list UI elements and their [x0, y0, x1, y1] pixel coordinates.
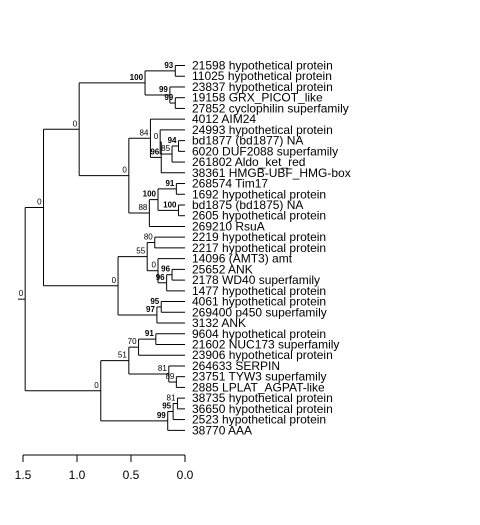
leaf-label: 14096 (AMT3) amt [192, 252, 293, 266]
leaf-label: 23837 hypothetical protein [192, 80, 333, 94]
support-value: 97 [146, 305, 155, 314]
leaf-label: 9604 hypothetical protein [192, 327, 326, 341]
axis-tick-label: 1.5 [15, 468, 32, 482]
leaf-label: 23906 hypothetical protein [192, 348, 333, 362]
leaf-label: 38361 HMGB-UBF_HMG-box [192, 166, 351, 180]
support-value: 91 [165, 179, 174, 188]
leaf-label: 4061 hypothetical protein [192, 295, 326, 309]
leaf-label: 2885 LPLAT_AGPAT-like [192, 380, 325, 394]
support-value: 96 [161, 265, 170, 274]
support-value: 0 [73, 119, 78, 128]
leaf-label: 21602 NUC173 superfamily [192, 337, 339, 351]
leaf-label: 19158 GRX_PICOT_like [192, 91, 323, 105]
support-value: 55 [136, 247, 145, 256]
support-value: 0 [154, 132, 159, 141]
tree-branches [18, 65, 185, 431]
leaf-label: 269210 RsuA [192, 219, 265, 233]
support-value: 0 [122, 166, 127, 175]
support-value: 91 [145, 329, 154, 338]
leaf-label: 38770 AAA [192, 423, 252, 437]
leaf-label: 6020 DUF2088 superfamily [192, 144, 338, 158]
leaf-label: 11025 hypothetical protein [192, 69, 332, 83]
scale-axis: 1.5 1.0 0.5 0.0 [15, 454, 194, 482]
support-value: 70 [128, 337, 137, 346]
support-value: 94 [168, 136, 177, 145]
support-value: 89 [165, 372, 174, 381]
support-value: 96 [156, 273, 165, 282]
support-value: 84 [140, 128, 149, 137]
leaf-label: bd1877 (bd1877) NA [192, 134, 303, 148]
support-value: 0 [94, 381, 99, 390]
leaf-label: 2219 hypothetical protein [192, 230, 326, 244]
leaf-label: 2523 hypothetical protein [192, 413, 326, 427]
support-value: 96 [150, 147, 159, 156]
support-value: 93 [164, 61, 173, 70]
support-value: 99 [164, 93, 173, 102]
support-values: 9399991009485096849110010088008096960559… [19, 61, 177, 420]
leaf-label: 21598 hypothetical protein [192, 59, 333, 73]
axis-tick-label: 0.5 [123, 468, 140, 482]
leaf-label: 38735 hypothetical protein [192, 391, 333, 405]
support-value: 100 [143, 190, 157, 199]
leaf-label: 23751 TYW3 superfamily [192, 370, 327, 384]
leaf-label: 2178 WD40 superfamily [192, 273, 320, 287]
leaf-label: 25652 ANK [192, 262, 253, 276]
leaf-label: 269400 p450 superfamily [192, 305, 327, 319]
leaf-label: 36650 hypothetical protein [192, 402, 333, 416]
support-value: 99 [159, 85, 168, 94]
leaf-label: 268574 Tim17 [192, 177, 268, 191]
support-value: 85 [161, 144, 170, 153]
leaf-label: 1477 hypothetical protein [192, 284, 326, 298]
leaf-label: 261802 Aldo_ket_red [192, 155, 305, 169]
support-value: 88 [138, 203, 147, 212]
leaf-label: 3132 ANK [192, 316, 246, 330]
support-value: 95 [162, 402, 171, 411]
support-value: 99 [157, 411, 166, 420]
leaf-label: 2605 hypothetical protein [192, 209, 326, 223]
support-value: 100 [163, 200, 177, 209]
leaf-label: 2217 hypothetical protein [192, 241, 326, 255]
leaf-label: 4012 AIM24 [192, 112, 256, 126]
axis-tick-label: 0.0 [177, 468, 194, 482]
support-value: 80 [144, 233, 153, 242]
axis-tick-label: 1.0 [69, 468, 86, 482]
leaf-label: bd1875 (bd1875) NA [192, 198, 303, 212]
support-value: 81 [158, 364, 167, 373]
support-value: 51 [118, 351, 127, 360]
support-value: 0 [19, 289, 24, 298]
support-value: 95 [150, 297, 159, 306]
support-value: 0 [112, 276, 117, 285]
support-value: 0 [152, 261, 157, 270]
leaf-label: 27852 cyclophilin superfamily [192, 101, 349, 115]
leaf-label: 264633 SERPIN [192, 359, 280, 373]
leaf-label: 24993 hypothetical protein [192, 123, 333, 137]
support-value: 0 [37, 198, 42, 207]
support-value: 100 [130, 73, 144, 82]
leaf-label: 1692 hypothetical protein [192, 187, 326, 201]
support-value: 81 [167, 393, 176, 402]
